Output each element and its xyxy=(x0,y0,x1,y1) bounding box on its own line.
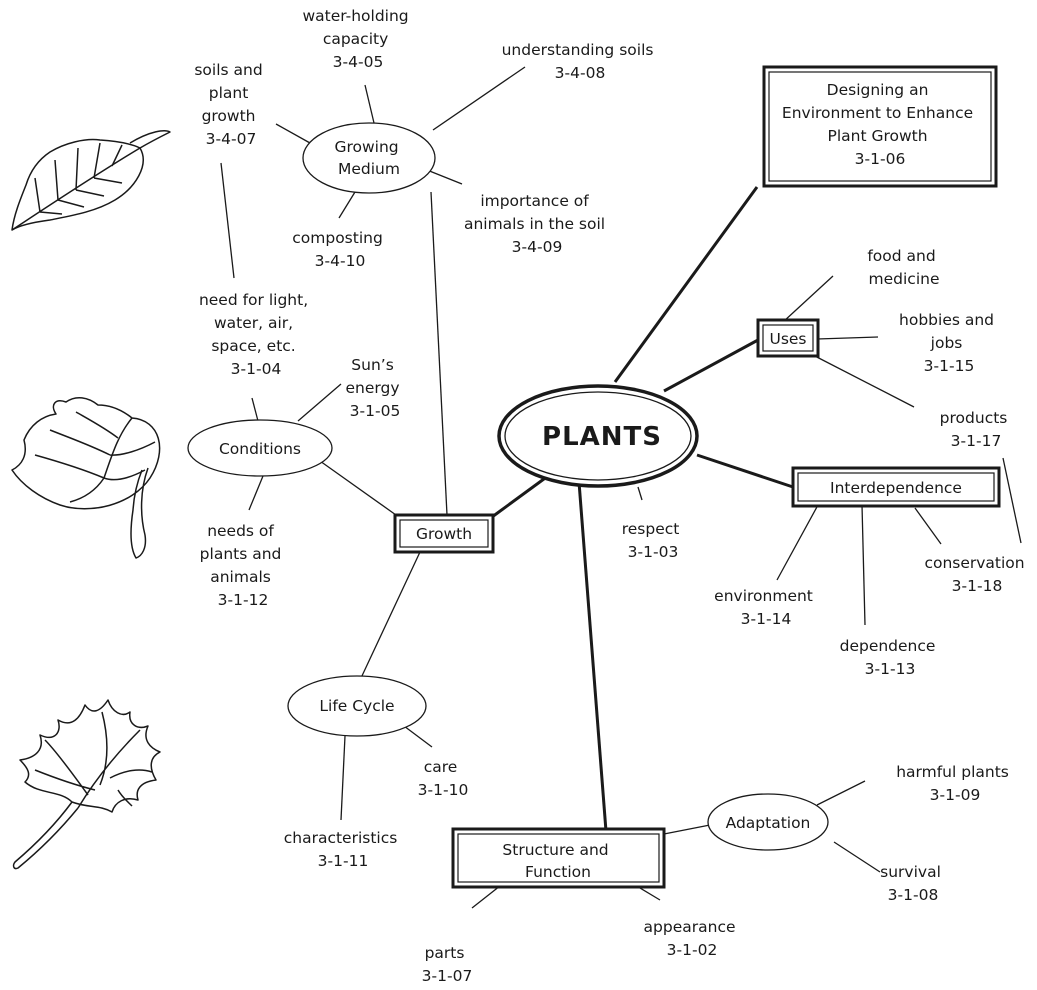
heart-leaf-icon xyxy=(11,397,161,559)
label-needs-plants-animals: needs of plants and animals 3-1-12 xyxy=(200,522,287,609)
line-structure-adaptation xyxy=(663,824,711,835)
line-plants-structure xyxy=(577,481,610,858)
growth-label: Growth xyxy=(416,525,472,543)
structure-function-label: Structure and Function xyxy=(502,841,613,881)
line-soils-need xyxy=(220,162,235,279)
line-growth-medium xyxy=(430,191,448,516)
line-interdep-dependence xyxy=(861,504,866,626)
label-parts: parts 3-1-07 xyxy=(422,944,473,985)
line-products-conservation xyxy=(1002,457,1022,544)
line-interdep-conservation xyxy=(914,507,942,545)
line-medium-understanding xyxy=(432,66,526,131)
line-growth-lifecycle xyxy=(360,551,421,679)
label-appearance: appearance 3-1-02 xyxy=(644,918,741,959)
node-growth: Growth xyxy=(393,513,495,554)
line-medium-composting xyxy=(338,191,356,219)
adaptation-label: Adaptation xyxy=(726,814,811,832)
node-designing: Designing an Environment to Enhance Plan… xyxy=(762,65,998,188)
node-structure-function: Structure and Function xyxy=(451,827,666,889)
label-conservation: conservation 3-1-18 xyxy=(924,554,1029,595)
node-adaptation: Adaptation xyxy=(707,793,829,851)
label-need-for-light: need for light, water, air, space, etc. … xyxy=(199,291,313,378)
label-care: care 3-1-10 xyxy=(418,758,469,799)
conditions-label: Conditions xyxy=(219,440,301,458)
connectors xyxy=(220,66,1022,909)
node-interdependence: Interdependence xyxy=(791,466,1001,508)
line-medium-soils xyxy=(275,123,311,144)
label-suns-energy: Sun’s energy 3-1-05 xyxy=(346,356,405,420)
center-node: PLANTS xyxy=(497,384,699,488)
line-medium-waterholding xyxy=(364,84,375,124)
label-characteristics: characteristics 3-1-11 xyxy=(284,829,403,870)
label-soils-plant-growth: soils and plant growth 3-4-07 xyxy=(194,61,267,148)
label-dependence: dependence 3-1-13 xyxy=(840,637,941,678)
interdependence-label: Interdependence xyxy=(830,479,962,497)
life-cycle-label: Life Cycle xyxy=(319,697,394,715)
maple-leaf-icon xyxy=(12,699,161,870)
line-uses-products xyxy=(808,352,915,408)
node-uses: Uses xyxy=(756,318,820,358)
line-adaptation-harmful xyxy=(816,780,866,806)
leaf-labels: water-holding capacity 3-4-05 understand… xyxy=(194,7,1029,985)
line-interdep-environment xyxy=(776,504,819,581)
label-harmful-plants: harmful plants 3-1-09 xyxy=(896,763,1014,804)
label-importance-animals: importance of animals in the soil 3-4-09 xyxy=(464,192,610,256)
label-water-holding: water-holding capacity 3-4-05 xyxy=(302,7,413,71)
label-environment: environment 3-1-14 xyxy=(714,587,818,628)
label-understanding-soils: understanding soils 3-4-08 xyxy=(502,41,659,82)
line-plants-interdependence xyxy=(696,453,794,489)
label-products: products 3-1-17 xyxy=(940,409,1013,450)
label-food-medicine: food and medicine xyxy=(867,247,940,288)
label-hobbies-jobs: hobbies and jobs 3-1-15 xyxy=(899,311,999,375)
line-plants-growth xyxy=(491,474,549,519)
uses-label: Uses xyxy=(769,330,806,348)
label-composting: composting 3-4-10 xyxy=(292,229,388,270)
line-conditions-need xyxy=(251,397,259,422)
line-growth-conditions xyxy=(319,460,397,516)
node-life-cycle: Life Cycle xyxy=(287,675,427,737)
line-conditions-sun xyxy=(297,383,342,422)
line-adaptation-survival xyxy=(833,841,881,873)
label-survival: survival 3-1-08 xyxy=(880,863,946,904)
node-conditions: Conditions xyxy=(187,419,333,477)
line-uses-hobbies xyxy=(816,336,879,340)
line-uses-food xyxy=(782,275,834,323)
line-medium-importance xyxy=(426,169,463,185)
line-conditions-needs xyxy=(248,475,264,511)
line-lifecycle-characteristics xyxy=(340,735,346,821)
designing-label: Designing an Environment to Enhance Plan… xyxy=(782,81,978,168)
label-respect: respect 3-1-03 xyxy=(622,520,685,561)
birch-leaf-icon xyxy=(11,130,171,231)
center-title: PLANTS xyxy=(542,422,662,452)
line-respect xyxy=(637,486,643,501)
line-plants-uses xyxy=(663,338,759,393)
node-growing-medium: Growing Medium xyxy=(302,122,436,194)
line-plants-designing xyxy=(613,186,759,383)
growing-medium-label: Growing Medium xyxy=(334,138,403,178)
